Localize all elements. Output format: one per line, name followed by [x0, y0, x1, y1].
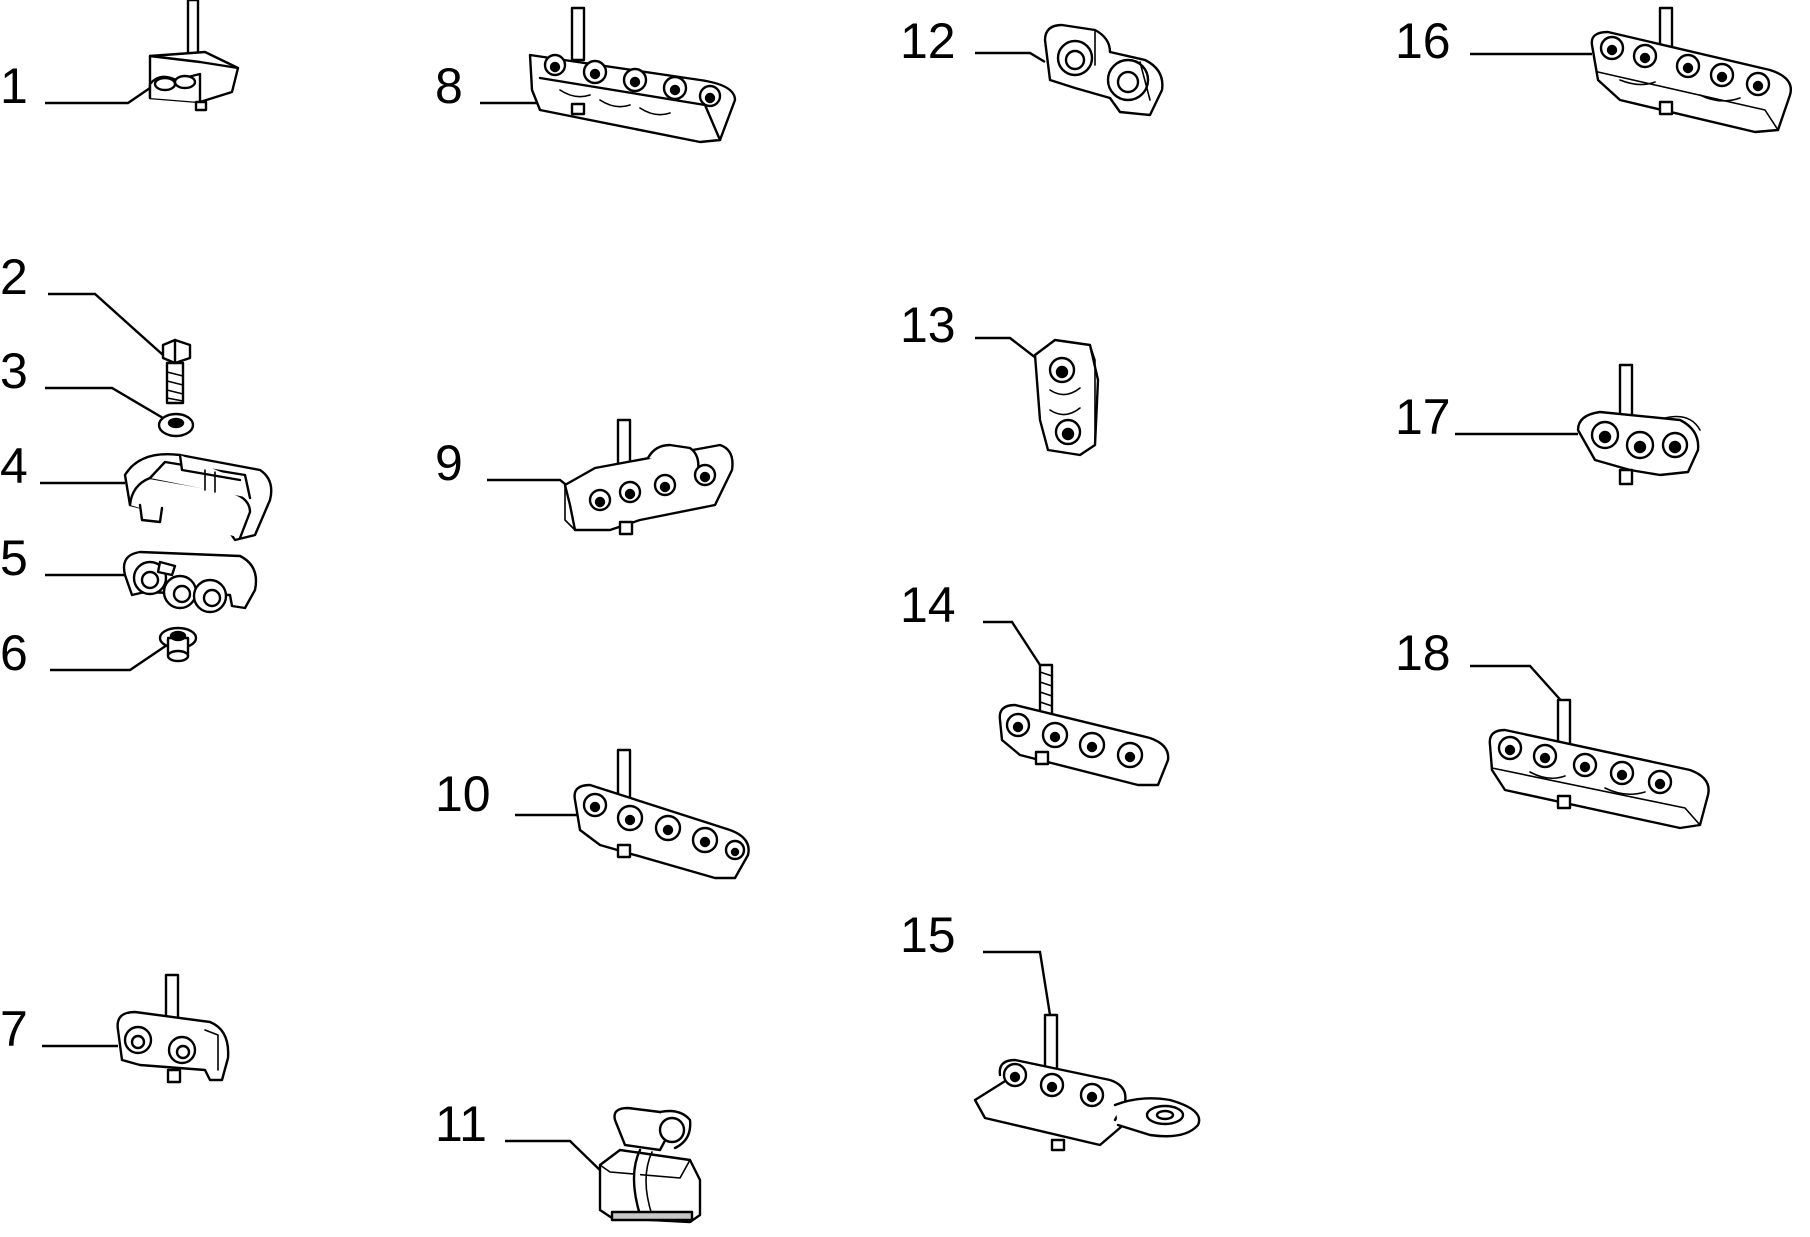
callout-label-18: 18: [1395, 625, 1451, 681]
callout-label-9: 9: [435, 435, 463, 491]
flanged-nut-icon: [158, 626, 198, 663]
clamp-cover-icon: [123, 453, 273, 542]
callout-label-12: 12: [900, 13, 956, 69]
callout-label-11: 11: [435, 1096, 487, 1152]
multi-pipe-clip-with-stud-icon: [573, 748, 750, 880]
callout-label-15: 15: [900, 907, 956, 963]
leader-line-1: [45, 87, 151, 105]
multi-pipe-clip-with-stud-icon: [1590, 6, 1792, 134]
callout-label-6: 6: [0, 625, 28, 681]
callout-label-4: 4: [0, 438, 28, 494]
leader-line-12: [975, 51, 1046, 64]
callout-label-7: 7: [0, 1001, 28, 1057]
leader-line-2: [48, 292, 164, 356]
pipe-clip-with-mounting-tab-icon: [973, 1013, 1201, 1152]
callout-label-10: 10: [435, 766, 491, 822]
callout-label-2: 2: [0, 249, 28, 305]
bracket-clip-icon: [598, 1106, 702, 1224]
leader-line-15: [983, 950, 1052, 1016]
leader-line-14: [983, 620, 1042, 666]
leader-line-13: [975, 336, 1046, 366]
single-pipe-clip-with-stud-icon: [148, 0, 240, 112]
vertical-pipe-clip-icon: [1033, 338, 1100, 457]
washer-icon: [157, 412, 195, 438]
callout-label-14: 14: [900, 577, 956, 633]
callout-label-3: 3: [0, 343, 28, 399]
callout-label-1: 1: [0, 58, 28, 114]
leader-line-18: [1470, 664, 1566, 706]
hex-bolt-icon: [161, 338, 192, 405]
triple-pipe-clip-with-stud-icon: [563, 418, 734, 536]
callout-label-17: 17: [1395, 389, 1451, 445]
multi-pipe-clip-with-threaded-stud-icon: [998, 663, 1170, 787]
callout-label-16: 16: [1395, 13, 1451, 69]
callout-label-8: 8: [435, 58, 463, 114]
multi-pipe-clip-with-stud-icon: [528, 6, 737, 144]
double-pipe-clip-with-stud-icon: [1576, 363, 1701, 486]
callout-label-5: 5: [0, 530, 28, 586]
leader-line-3: [45, 386, 164, 420]
leader-line-11: [505, 1139, 606, 1176]
long-multi-pipe-clip-with-stud-icon: [1488, 698, 1710, 830]
callout-label-13: 13: [900, 297, 956, 353]
double-pipe-clip-icon: [1043, 23, 1164, 117]
leader-line-6: [50, 642, 171, 672]
triple-pipe-holder-icon: [122, 550, 258, 614]
double-pipe-clip-with-stud-icon: [116, 973, 230, 1084]
